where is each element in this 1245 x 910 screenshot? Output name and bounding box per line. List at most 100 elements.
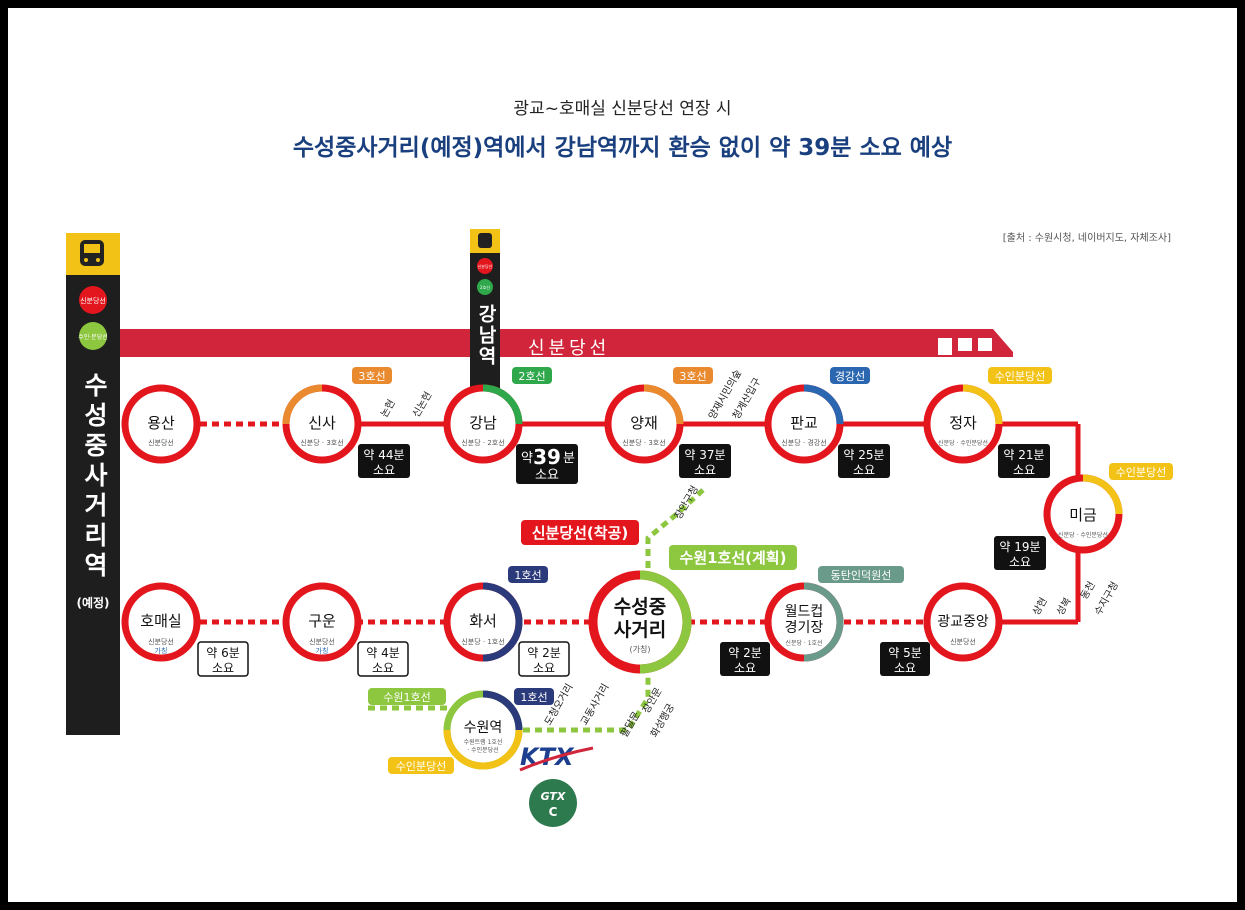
time-box-guun: 약 4분 소요 [357, 641, 409, 677]
station-name-2: 경기장 [785, 620, 824, 636]
train-window [958, 338, 972, 351]
time-text: 분 [563, 451, 575, 466]
station-name: 구운 [308, 612, 336, 630]
tower-badge-sinbundang: 신분당선 [80, 296, 106, 305]
stop-label: 교동사거리 [578, 682, 611, 728]
train-window [978, 338, 992, 351]
station-name: 정자 [949, 414, 977, 432]
time-text: 소요 [734, 661, 756, 675]
station-sub: (가칭) [630, 645, 651, 654]
time-text: 약 6분 [206, 645, 240, 660]
time-text: 약 44분 [363, 447, 404, 462]
tag-red: 신분당선(착공) [532, 524, 629, 542]
station-pangyo[interactable]: 판교 신분당 · 경강선 경강선 [764, 367, 870, 464]
time-text: 소요 [533, 661, 555, 675]
station-sub: 신분당선 [950, 637, 976, 646]
train-icon [478, 233, 492, 248]
station-sinsa[interactable]: 신사 신분당 · 3호선 3호선 [282, 367, 392, 464]
time-box-homaesil: 약 6분 소요 [197, 641, 249, 677]
tag-green: 수원1호선 [383, 691, 430, 704]
station-guun[interactable]: 구운 신분당선 가칭 [282, 582, 362, 662]
station-hwaseo[interactable]: 화서 신분당 · 1호선 1호선 [443, 566, 548, 662]
main-station-name: 수성중사거리역 [80, 372, 109, 582]
stop-label: 논현 [378, 398, 398, 420]
time-box-pangyo: 약 25분 소요 [838, 444, 890, 478]
map-diagram: 신분당선 수인·분당선 신분당선 2호선 [66, 229, 1173, 827]
time-text: 소요 [853, 463, 875, 477]
station-worldcup[interactable]: 월드컵 경기장 신분당 · 1호선 동탄인덕원선 [764, 566, 904, 662]
time-box-gwanggyo: 약 5분 소요 [880, 642, 930, 676]
time-text: 약 4분 [366, 645, 400, 660]
time-text: 소요 [1013, 463, 1035, 477]
time-text: 소요 [373, 463, 395, 477]
station-homaesil[interactable]: 호매실 신분당선 가칭 [121, 582, 201, 662]
source-note: [출처 : 수원시청, 네이버지도, 자체조사] [1002, 233, 1171, 244]
time-box-gangnam: 약 39 분 소요 [516, 444, 578, 484]
main-station-tower: 신분당선 수인·분당선 [66, 233, 120, 735]
time-box-sinsa: 약 44분 소요 [358, 444, 410, 478]
station-name-2: 사거리 [614, 619, 666, 641]
time-text: 약 2분 [728, 645, 762, 660]
station-suwon[interactable]: 수원역 수원트램 1호선 · 수인분당선 수원1호선 1호선 수인분당선 [368, 688, 554, 774]
station-jeongja[interactable]: 정자 신분당 · 수인분당선 수인분당선 [923, 367, 1052, 464]
station-sub: 신분당 · 수인분당선 [1058, 531, 1108, 539]
line-tag: 수인분당선 [995, 370, 1046, 383]
station-sub: 신분당선 [148, 438, 174, 447]
station-name: 용산 [147, 414, 175, 432]
time-box-yangjae: 약 37분 소요 [679, 444, 731, 478]
time-text: 소요 [694, 463, 716, 477]
station-yongsan[interactable]: 용산 신분당선 [121, 384, 201, 464]
line-tag: 1호선 [514, 569, 541, 582]
station-migeum[interactable]: 미금 신분당 · 수인분당선 수인분당선 [1043, 463, 1173, 554]
station-sub2: 가칭 [316, 646, 329, 655]
line-tag: 경강선 [835, 370, 865, 383]
ktx-logo: KTX [519, 743, 594, 772]
station-sub2: 가칭 [155, 646, 168, 655]
stop-label: 상현 [1030, 596, 1050, 618]
time-box-jeongja: 약 21분 소요 [998, 444, 1050, 478]
station-sub: 신분당 · 2호선 [461, 438, 504, 447]
header-title: 수성중사거리(예정)역에서 강남역까지 환승 없이 약 39분 소요 예상 [292, 135, 953, 161]
gangnam-tower-name: 강남역 [475, 304, 497, 367]
gangnam-tower: 신분당선 2호선 [470, 229, 500, 405]
gangnam-badge-2: 2호선 [480, 284, 490, 290]
station-yangjae[interactable]: 양재 신분당 · 3호선 3호선 [604, 367, 713, 464]
stop-label: 성복 [1054, 596, 1074, 618]
station-susung[interactable]: 수성중 사거리 (가칭) 신분당선(착공) 수원1호선(계획) [521, 520, 797, 674]
line-tag: 수인분당선 [1116, 466, 1167, 479]
time-text: 약 21분 [1003, 447, 1044, 462]
time-number: 39 [533, 445, 561, 469]
station-name: 광교중앙 [937, 614, 989, 630]
time-text: 소요 [535, 468, 559, 483]
station-name: 강남 [469, 414, 497, 432]
tower-badge-suin: 수인·분당선 [78, 333, 108, 341]
banner-label: 신분당선 [528, 338, 611, 359]
stop-label: 팔달문 [618, 710, 642, 740]
train-window [938, 338, 952, 355]
station-name: 수원역 [464, 720, 503, 736]
station-name: 양재 [630, 414, 658, 432]
station-name: 신사 [308, 414, 336, 432]
gtx-logo: GTX C [529, 779, 577, 827]
time-box-hwaseo: 약 2분 소요 [518, 641, 570, 677]
station-sub: 신분당선 [309, 637, 335, 646]
station-name-1: 월드컵 [785, 604, 824, 620]
line-tag: 동탄인덕원선 [831, 569, 892, 582]
time-text: 약 37분 [684, 447, 725, 462]
station-gangnam[interactable]: 강남 신분당 · 2호선 2호선 [443, 367, 552, 464]
gtx-letter: C [549, 805, 558, 819]
station-name: 호매실 [140, 612, 181, 630]
station-sub: 신분당 · 경강선 [781, 438, 826, 447]
route-map: 광교~호매실 신분당선 연장 시 수성중사거리(예정)역에서 강남역까지 환승 … [8, 8, 1237, 902]
station-gwanggyo[interactable]: 광교중앙 신분당선 [923, 582, 1003, 662]
station-name: 화서 [469, 612, 497, 630]
main-station-note: (예정) [76, 596, 110, 610]
time-box-migeum: 약 19분 소요 [994, 536, 1046, 570]
sinbundang-banner [108, 329, 1013, 357]
time-text: 소요 [1009, 555, 1031, 569]
stop-label: 동천 [1078, 580, 1098, 602]
station-sub: 신분당 · 1호선 [461, 637, 504, 646]
station-sub: 수원트램 1호선 [464, 738, 503, 746]
station-sub: 신분당 · 3호선 [622, 438, 665, 447]
tag-1: 1호선 [520, 691, 547, 704]
